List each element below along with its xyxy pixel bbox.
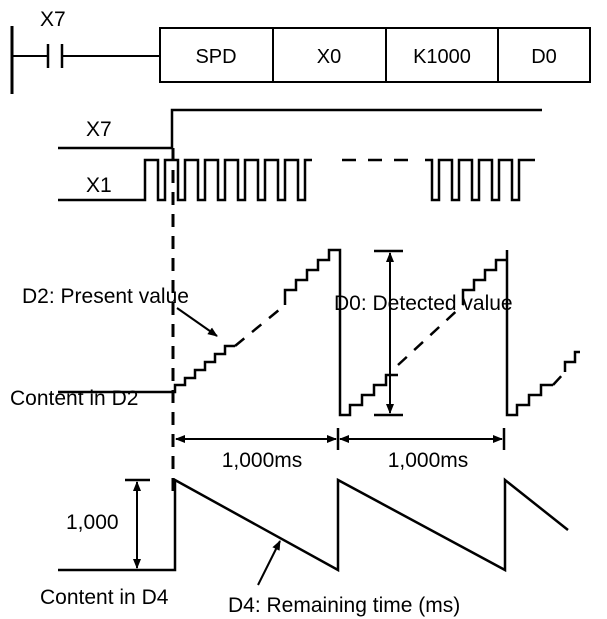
detected-value-label: D0: Detected value	[334, 292, 513, 315]
x7-signal-label: X7	[86, 118, 112, 141]
present-value-pointer	[176, 307, 218, 337]
d2-content-waveform: D2: Present value D0: Detected value Con…	[10, 248, 580, 417]
operand-source: X0	[317, 46, 341, 68]
remaining-time-pointer	[257, 540, 281, 586]
x7-waveform: X7	[58, 108, 542, 150]
x7-contact-symbol	[46, 44, 64, 68]
operand-destination: D0	[531, 46, 557, 68]
d4-content-label: Content in D4	[40, 586, 169, 609]
ladder-rung: X7 SPD X0 K1000 D0	[10, 8, 591, 94]
d2-content-label: Content in D2	[10, 387, 138, 410]
interval-dimensions: 1,000ms 1,000ms	[175, 428, 506, 472]
d4-value-label: 1,000	[66, 511, 119, 534]
present-value-label: D2: Present value	[22, 285, 189, 308]
remaining-time-label: D4: Remaining time (ms)	[228, 594, 460, 617]
operand-time: K1000	[413, 46, 471, 68]
spd-instruction-box: SPD X0 K1000 D0	[159, 27, 591, 83]
interval-label-2: 1,000ms	[388, 449, 469, 472]
instruction-label: SPD	[195, 46, 236, 68]
contact-label: X7	[40, 8, 66, 31]
x1-waveform: X1	[58, 158, 535, 202]
x1-signal-label: X1	[86, 174, 112, 197]
d4-content-waveform: 1,000 Content in D4 D4: Remaining time (…	[40, 477, 569, 617]
interval-label-1: 1,000ms	[222, 449, 303, 472]
